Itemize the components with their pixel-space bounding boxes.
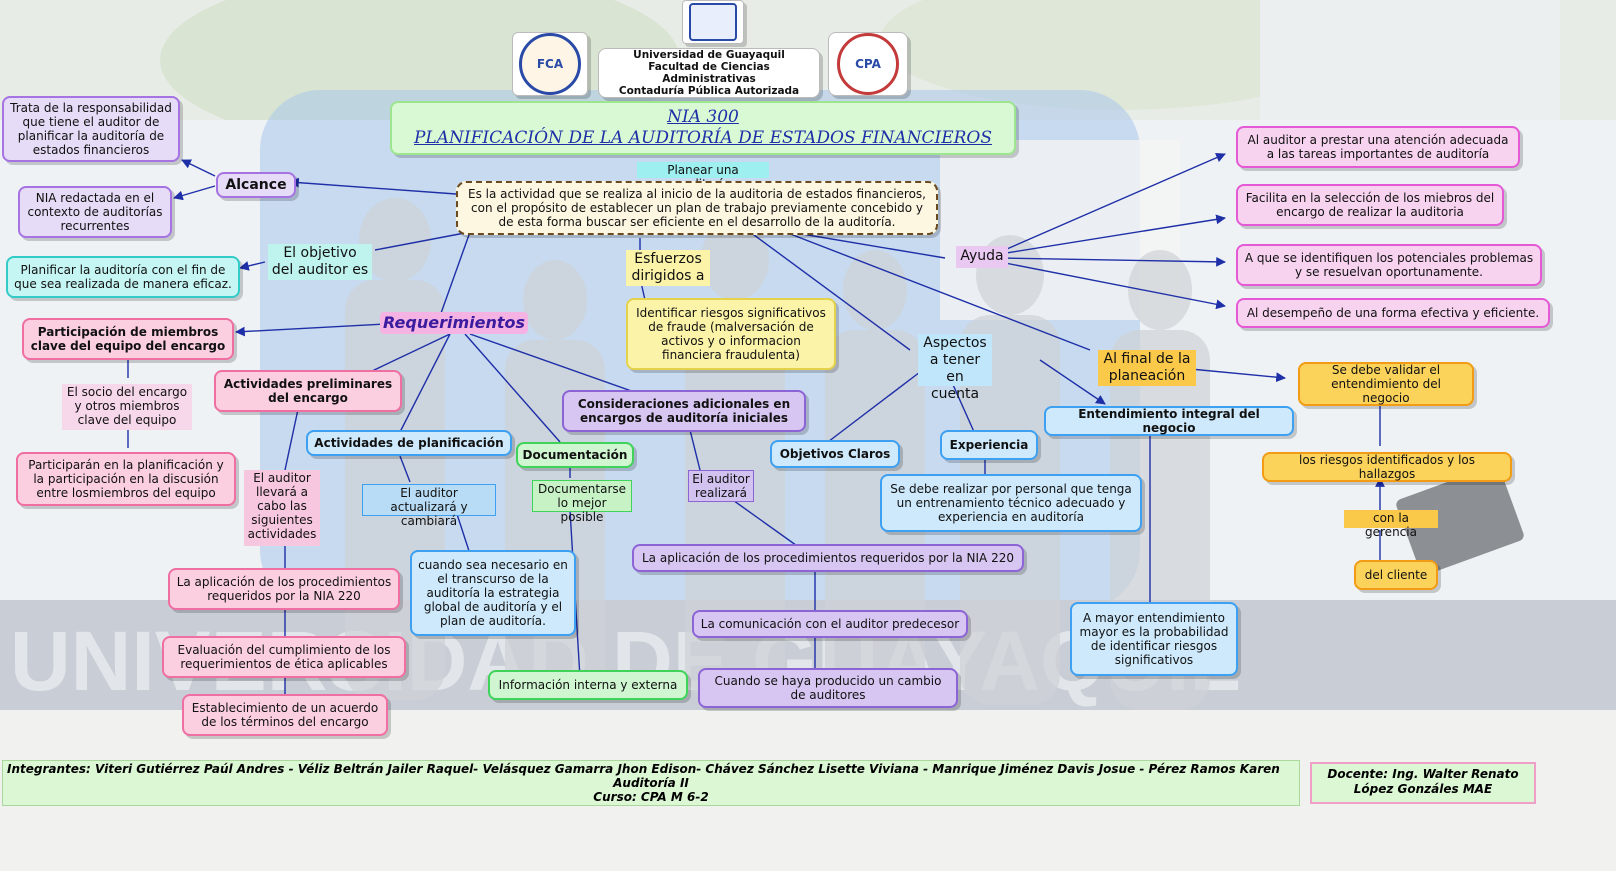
auditor-realizara-text: El auditor realizará <box>688 470 754 502</box>
university-header: Universidad de Guayaquil Facultad de Cie… <box>598 48 820 98</box>
riesgos-node: los riesgos identificados y los hallazgo… <box>1262 452 1512 482</box>
fca-logo-text: FCA <box>536 57 564 71</box>
university-name: Universidad de Guayaquil <box>633 49 785 61</box>
ug-logo <box>682 0 744 44</box>
documentarse-text: Documentarse lo mejor posible <box>532 480 632 524</box>
cpa-logo-icon: CPA <box>837 33 899 95</box>
cpa-logo-text: CPA <box>855 57 881 71</box>
auditor-actualizara-text: El auditor actualizará y cambiará <box>362 484 496 528</box>
alcance-item-1: Trata de la responsabilidad que tiene el… <box>2 96 180 162</box>
requerimientos-node: Requerimientos <box>380 312 528 334</box>
footer-integrantes: Integrantes: Viteri Gutiérrez Paúl Andre… <box>7 762 1280 776</box>
alcance-item-2: NIA redactada en el contexto de auditorí… <box>18 186 172 238</box>
title-line1: NIA 300 <box>667 107 739 127</box>
socio-text: El socio del encargo y otros miembros cl… <box>62 384 192 430</box>
title-box: NIA 300 PLANIFICACIÓN DE LA AUDITORÍA DE… <box>390 101 1016 155</box>
objetivo-label: El objetivo del auditor es <box>268 244 372 280</box>
auditor-llevara-text: El auditor llevará a cabo las siguientes… <box>244 470 320 546</box>
mayor-entendimiento-text: A mayor entendimiento mayor es la probab… <box>1070 602 1238 676</box>
consideraciones-node: Consideraciones adicionales en encargos … <box>562 390 806 432</box>
footer-materia: Auditoría II <box>613 776 689 790</box>
aspectos-label: Aspectos a tener en cuenta <box>918 334 992 402</box>
footer-docente: Docente: Ing. Walter Renato López Gonzál… <box>1310 762 1536 804</box>
cuando-necesario-text: cuando sea necesario en el transcurso de… <box>410 550 576 636</box>
final-label: Al final de la planeación <box>1098 350 1196 386</box>
ayuda-item-1: Al auditor a prestar una atención adecua… <box>1236 126 1520 168</box>
central-definition: Es la actividad que se realiza al inicio… <box>456 181 938 235</box>
consid-item-1: La aplicación de los procedimientos requ… <box>632 544 1024 572</box>
prelim-item-1: La aplicación de los procedimientos requ… <box>168 568 400 610</box>
esfuerzos-text: Identificar riesgos significativos de fr… <box>626 298 836 370</box>
ayuda-item-3: A que se identifiquen los potenciales pr… <box>1236 244 1542 286</box>
ayuda-label: Ayuda <box>956 246 1008 268</box>
central-tag: Planear una auditoría <box>637 162 769 191</box>
ayuda-item-2: Facilita en la selección de los miebros … <box>1236 184 1504 226</box>
validar-node: Se debe validar el entendimiento del neg… <box>1298 362 1474 406</box>
fca-logo: FCA <box>512 32 588 96</box>
objetivo-text: Planificar la auditoría con el fin de qu… <box>6 256 240 298</box>
experiencia-text: Se debe realizar por personal que tenga … <box>880 474 1142 532</box>
prelim-item-2: Evaluación del cumplimiento de los reque… <box>162 636 406 678</box>
career-name: Contaduría Pública Autorizada <box>618 85 800 97</box>
objetivos-claros-node: Objetivos Claros <box>770 440 900 468</box>
ayuda-item-4: Al desempeño de una forma efectiva y efi… <box>1236 298 1550 328</box>
cliente-node: del cliente <box>1354 560 1438 590</box>
alcance-node: Alcance <box>216 172 296 198</box>
documentacion-node: Documentación <box>516 442 634 468</box>
participaran-text: Participarán en la planificación y la pa… <box>16 452 236 506</box>
informacion-node: Información interna y externa <box>488 670 688 700</box>
consid-item-3: Cuando se haya producido un cambio de au… <box>698 668 958 708</box>
footer-members: Integrantes: Viteri Gutiérrez Paúl Andre… <box>2 760 1300 806</box>
esfuerzos-label: Esfuerzos dirigidos a <box>626 250 710 286</box>
entendimiento-node: Entendimiento integral del negocio <box>1044 406 1294 436</box>
participacion-node: Participación de miembros clave del equi… <box>22 318 234 360</box>
actividades-planificacion-node: Actividades de planificación <box>306 430 512 456</box>
gerencia-label: con la gerencia <box>1344 510 1438 539</box>
ug-logo-icon <box>689 3 737 41</box>
prelim-item-3: Establecimiento de un acuerdo de los tér… <box>182 694 388 736</box>
consid-item-2: La comunicación con el auditor predeceso… <box>692 610 968 638</box>
fca-logo-icon: FCA <box>519 33 581 95</box>
faculty-name: Facultad de Ciencias Administrativas <box>648 61 770 85</box>
title-line2: PLANIFICACIÓN DE LA AUDITORÍA DE ESTADOS… <box>413 128 993 148</box>
actividades-preliminares-node: Actividades preliminares del encargo <box>214 370 402 412</box>
cpa-logo: CPA <box>828 32 908 96</box>
experiencia-node: Experiencia <box>940 430 1038 460</box>
footer-curso: Curso: CPA M 6-2 <box>593 790 709 804</box>
